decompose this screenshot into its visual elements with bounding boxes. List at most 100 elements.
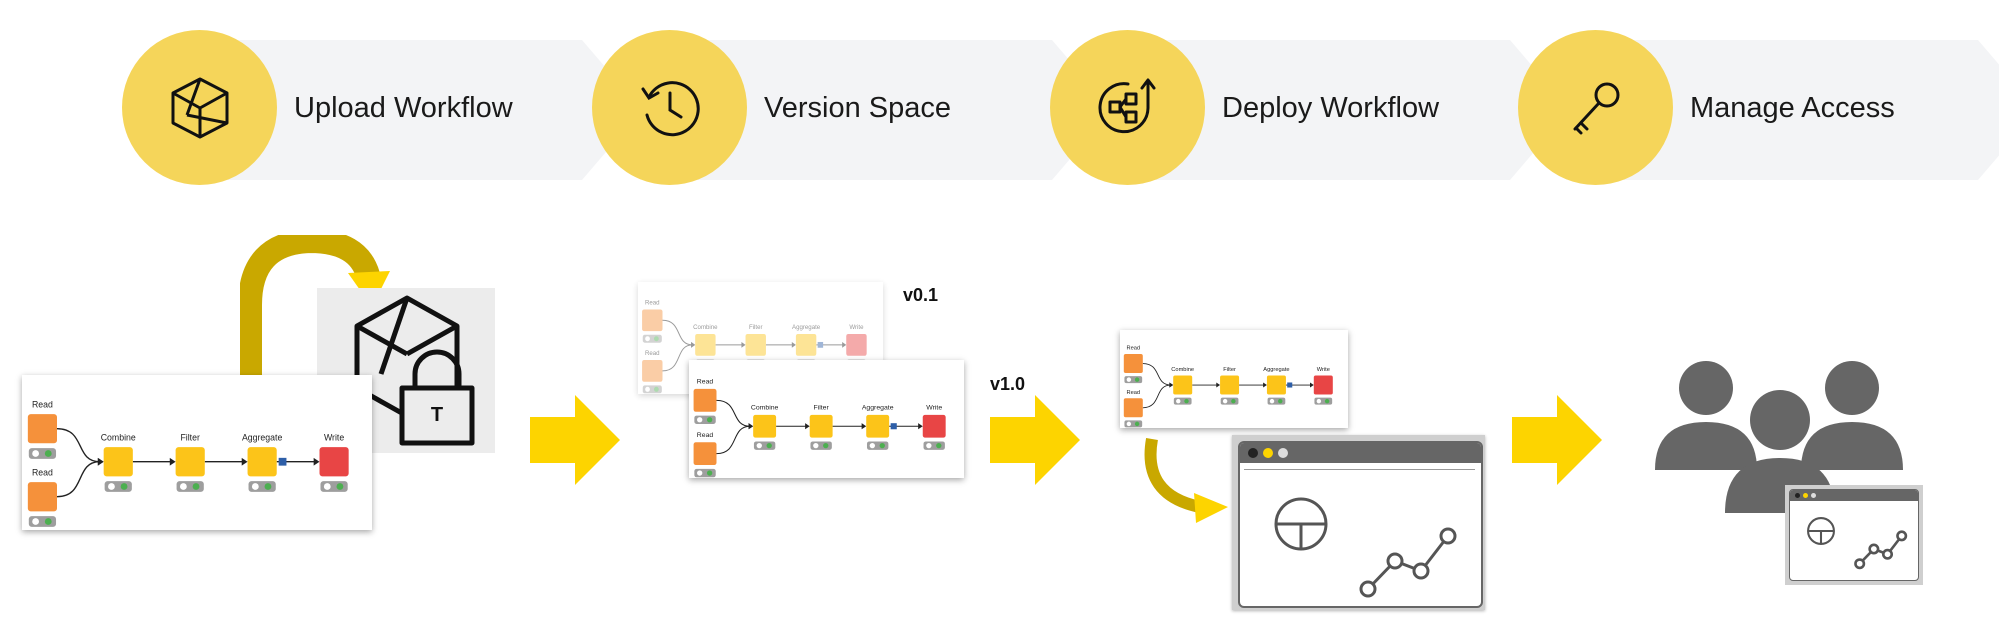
step-label: Manage Access (1690, 92, 1895, 124)
node-filter: Filter (175, 432, 205, 492)
status-light-icon (706, 417, 713, 423)
flow-arrow (1512, 395, 1602, 485)
connector-arrowhead (313, 457, 320, 466)
node-read: Read (642, 299, 663, 343)
node-label: Read (1126, 390, 1140, 396)
node-status-bar (642, 334, 662, 343)
version-new-label: v1.0 (990, 374, 1026, 394)
node-label: Filter (749, 324, 763, 331)
connector-line (56, 461, 100, 498)
status-light-icon (120, 483, 128, 490)
status-light-icon (32, 450, 40, 457)
node-label: Combine (751, 404, 779, 411)
status-light-icon (323, 483, 331, 490)
status-light-icon (32, 518, 40, 525)
node-read: Read (1123, 390, 1143, 428)
node-label: Write (324, 432, 344, 442)
node-aggregate: Aggregate (862, 404, 894, 450)
port-square-icon (817, 341, 824, 348)
node-read: Read (1123, 346, 1143, 384)
window-dot-icon (1795, 493, 1800, 498)
window-dot-icon (1803, 493, 1808, 498)
line-chart-icon (1359, 527, 1457, 598)
node-combine: Combine (1171, 367, 1194, 405)
status-light-icon (706, 470, 713, 476)
status-light-icon (192, 483, 200, 490)
step-circle (122, 30, 277, 185)
node-box (1173, 375, 1193, 395)
node-box (846, 334, 867, 356)
connector-line (56, 428, 100, 463)
flow-arrow (990, 395, 1080, 485)
node-read: Read (642, 350, 663, 394)
node-box (745, 334, 766, 356)
app-content-divider (1244, 469, 1475, 470)
status-light-icon (756, 442, 762, 449)
deployed-app-frame (1232, 435, 1485, 610)
node-box (922, 414, 946, 438)
deploy-curved-arrow (1144, 437, 1228, 523)
users-group-icon (1655, 361, 1903, 513)
node-label: Combine (1171, 367, 1194, 373)
connector-arrowhead (842, 341, 847, 348)
step-label: Version Space (764, 92, 952, 124)
deploy-cycle-icon (1098, 78, 1155, 133)
node-aggregate: Aggregate (242, 432, 282, 492)
node-combine: Combine (751, 404, 779, 450)
flow-arrow (530, 395, 620, 485)
connector-line (1142, 384, 1171, 409)
key-icon (1573, 82, 1619, 134)
node-box (103, 447, 133, 477)
node-label: Filter (1223, 367, 1236, 373)
node-box (319, 447, 349, 477)
step-banner (1578, 40, 1999, 180)
step-label: Upload Workflow (294, 92, 513, 124)
status-light-icon (1134, 377, 1140, 382)
history-clock-icon (641, 80, 700, 136)
node-label: Read (32, 467, 53, 477)
port-square-icon (890, 423, 897, 430)
status-light-icon (1278, 398, 1283, 404)
node-label: Read (697, 432, 714, 439)
node-box (693, 388, 717, 412)
status-light-icon (1222, 398, 1228, 404)
node-label: Combine (101, 432, 136, 442)
node-box (1313, 375, 1333, 395)
status-light-icon (1126, 421, 1132, 427)
node-box (693, 442, 717, 466)
connector-arrowhead (1263, 382, 1267, 388)
node-read: Read (27, 467, 57, 527)
node-box (27, 414, 57, 444)
status-light-icon (697, 470, 703, 476)
node-box (753, 414, 777, 438)
connector-line (1142, 363, 1171, 386)
connector-arrowhead (805, 423, 810, 430)
status-light-icon (813, 442, 819, 449)
app-window (1238, 441, 1483, 608)
window-dot-icon (1278, 448, 1288, 458)
node-write: Write (319, 432, 349, 492)
connector-arrowhead (1216, 382, 1221, 388)
window-dot-icon (1811, 493, 1816, 498)
line-chart-icon (1854, 530, 1908, 570)
locked-cube-icon (354, 295, 475, 446)
node-combine: Combine (101, 432, 136, 492)
node-label: Read (645, 350, 660, 357)
node-write: Write (922, 404, 946, 450)
pie-chart-icon (1807, 517, 1835, 545)
node-box (642, 309, 663, 332)
node-write: Write (1313, 367, 1333, 405)
connector-arrowhead (691, 341, 696, 348)
status-light-icon (1324, 398, 1330, 404)
node-box (809, 414, 833, 438)
node-label: Read (697, 379, 714, 386)
node-label: Write (926, 404, 942, 411)
step-circle (592, 30, 747, 185)
connector-arrowhead (691, 341, 696, 348)
status-light-icon (936, 442, 942, 449)
connector-arrowhead (918, 423, 923, 430)
step-banner (652, 40, 1112, 180)
